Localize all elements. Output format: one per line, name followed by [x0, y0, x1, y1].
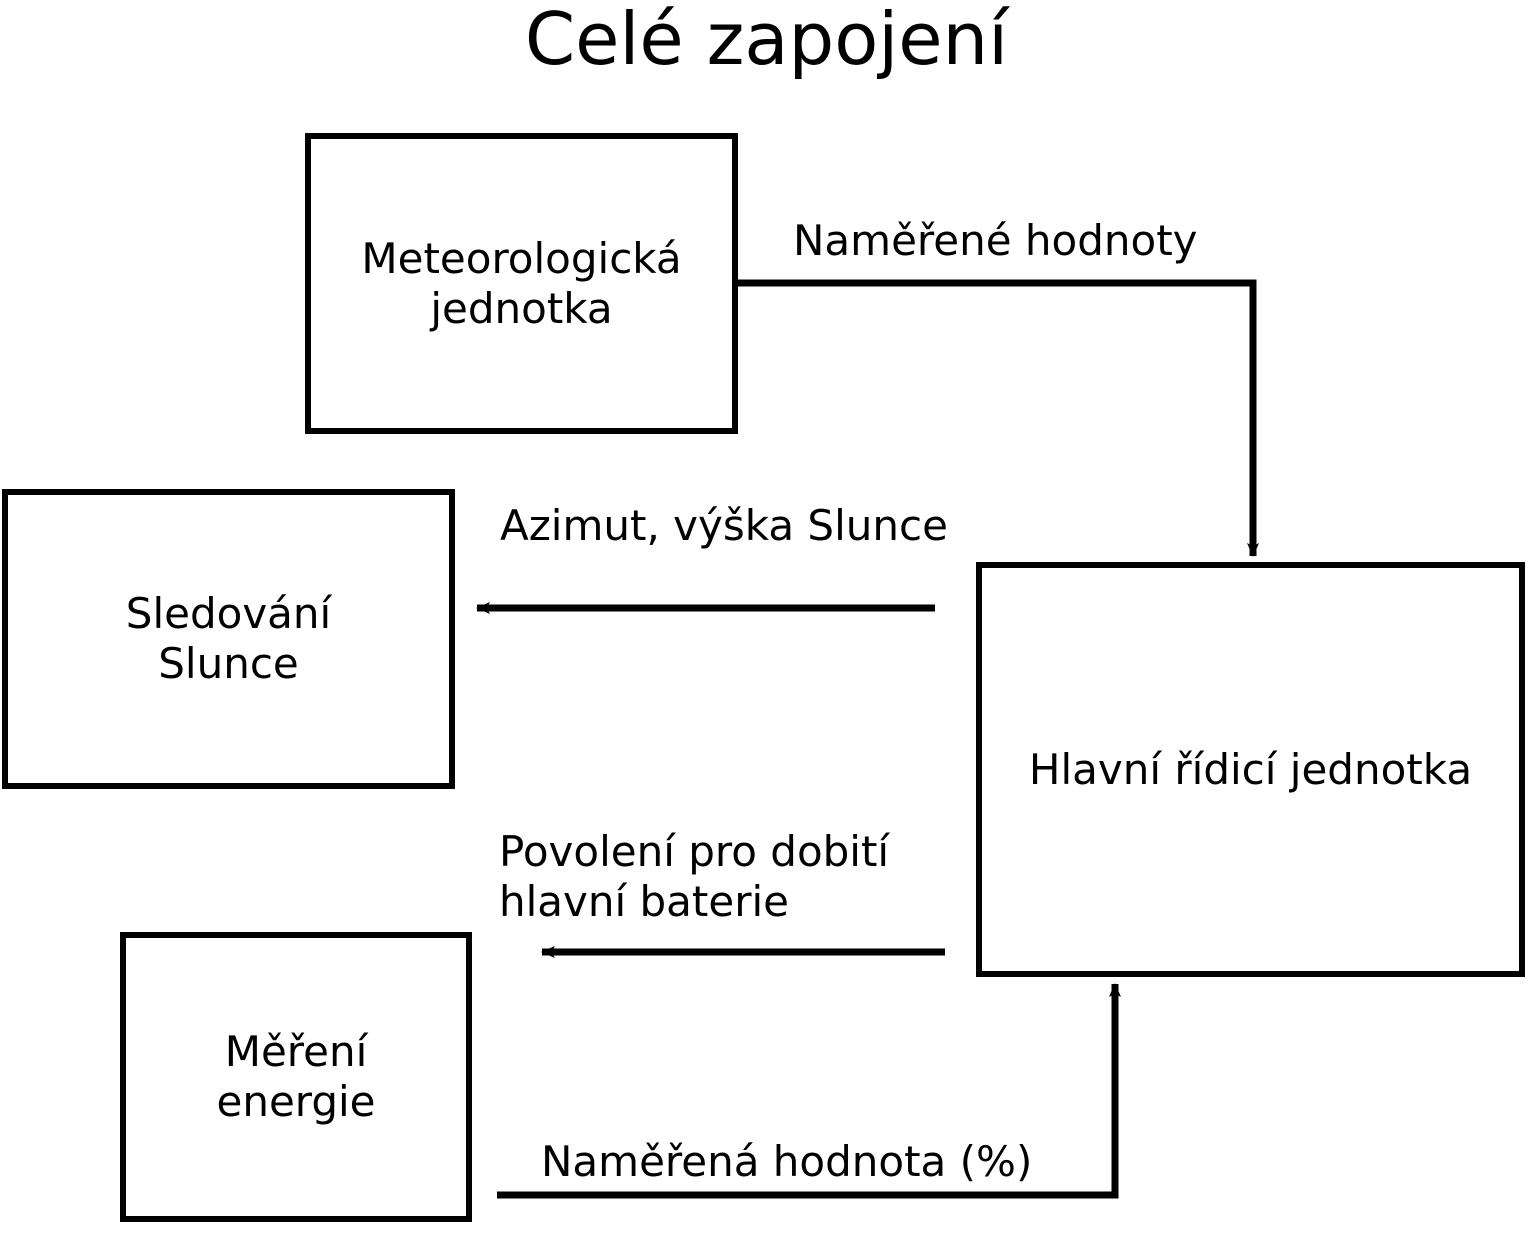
node-sun-tracking-label: Sledování Slunce: [125, 589, 332, 688]
node-meteorological-unit[interactable]: Meteorologická jednotka: [305, 133, 738, 434]
node-meteorological-unit-label: Meteorologická jednotka: [361, 233, 682, 333]
connector-measured-values: [735, 279, 1259, 557]
page-title: Celé zapojení: [524, 0, 1009, 81]
node-energy-measurement-label: Měření energie: [216, 1027, 376, 1126]
node-main-control-unit-label: Hlavní řídicí jednotka: [1028, 744, 1473, 794]
edge-label-measured-values: Naměřené hodnoty: [793, 216, 1198, 265]
node-main-control-unit[interactable]: Hlavní řídicí jednotka: [976, 562, 1525, 977]
connector-measured-percent: [497, 983, 1121, 1199]
node-energy-measurement[interactable]: Měření energie: [120, 932, 472, 1222]
edge-label-charge-permission: Povolení pro dobití hlavní baterie: [499, 827, 890, 926]
edge-label-azimuth: Azimut, výška Slunce: [500, 501, 948, 550]
edge-label-measured-percent: Naměřená hodnota (%): [541, 1137, 1033, 1186]
node-sun-tracking[interactable]: Sledování Slunce: [2, 489, 455, 789]
